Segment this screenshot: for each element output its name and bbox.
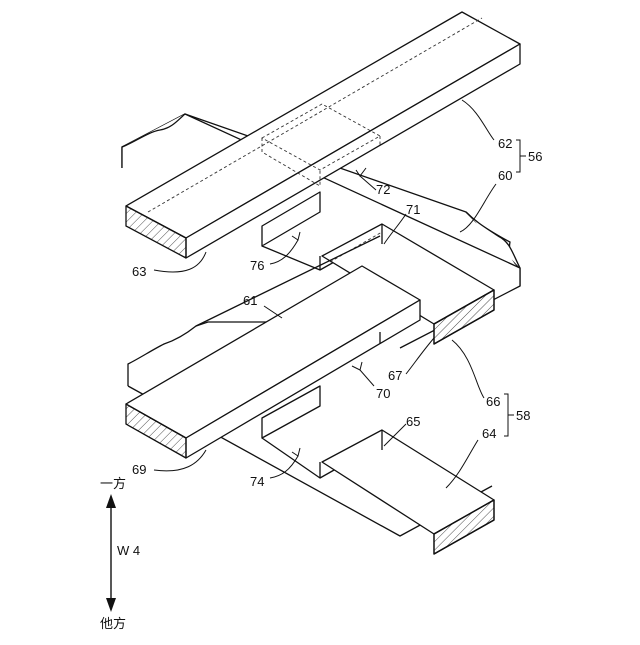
arrow-down-icon bbox=[106, 598, 116, 612]
label-60: 60 bbox=[498, 168, 512, 183]
direction-top-label: 一方 bbox=[100, 476, 126, 491]
direction-indicator: 一方 W 4 他方 bbox=[100, 476, 140, 631]
label-69: 69 bbox=[132, 462, 146, 477]
label-70: 70 bbox=[376, 386, 390, 401]
label-65: 65 bbox=[406, 414, 420, 429]
label-62: 62 bbox=[498, 136, 512, 151]
label-58: 58 bbox=[516, 408, 530, 423]
label-63: 63 bbox=[132, 264, 146, 279]
direction-bottom-label: 他方 bbox=[100, 616, 126, 631]
label-64: 64 bbox=[482, 426, 496, 441]
label-67: 67 bbox=[388, 368, 402, 383]
label-74: 74 bbox=[250, 474, 264, 489]
label-76: 76 bbox=[250, 258, 264, 273]
arrow-up-icon bbox=[106, 494, 116, 508]
label-66: 66 bbox=[486, 394, 500, 409]
direction-middle-label: W 4 bbox=[117, 543, 140, 558]
label-72: 72 bbox=[376, 182, 390, 197]
label-71: 71 bbox=[406, 202, 420, 217]
label-56: 56 bbox=[528, 149, 542, 164]
label-61: 61 bbox=[243, 293, 257, 308]
